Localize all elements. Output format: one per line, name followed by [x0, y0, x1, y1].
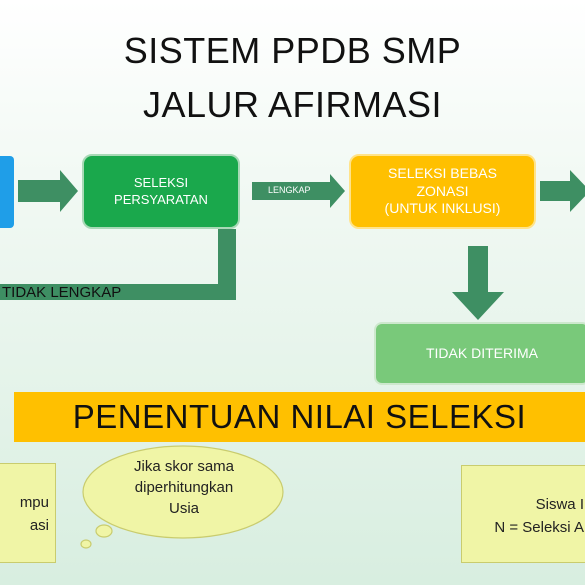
seleksi-bebas-zonasi-line3: (UNTUK INKLUSI): [384, 200, 501, 217]
seleksi-bebas-zonasi-line2: ZONASI: [416, 182, 469, 199]
cloud-callout: [80, 445, 284, 549]
left-note-line2: asi: [29, 516, 49, 534]
diagram-title-line1: SISTEM PPDB SMP: [123, 30, 462, 71]
arrow-right-3: [540, 170, 585, 212]
connector-tidak-lengkap: [0, 229, 236, 300]
right-note-line2: N = Seleksi A: [494, 518, 584, 536]
penentuan-nilai-seleksi-banner: PENENTUAN NILAI SELEKSI: [14, 392, 585, 442]
left-note-line1: mpu: [19, 494, 49, 511]
seleksi-persyaratan-line2: PERSYARATAN: [114, 191, 208, 207]
seleksi-bebas-zonasi-box: SELEKSI BEBAS ZONASI (UNTUK INKLUSI): [349, 154, 536, 229]
lengkap-label: LENGKAP: [268, 185, 311, 195]
arrow-right-1: [18, 170, 78, 212]
seleksi-persyaratan-box: SELEKSI PERSYARATAN: [82, 154, 240, 229]
tidak-diterima-box: TIDAK DITERIMA: [374, 322, 585, 385]
left-note-box: mpu asi: [0, 463, 56, 563]
start-box: [0, 156, 14, 228]
arrow-right-2: [252, 174, 345, 208]
diagram-title-line2: JALUR AFIRMASI: [142, 84, 443, 125]
right-note-line1: Siswa I: [535, 496, 584, 513]
right-note-box: Siswa I N = Seleksi A: [461, 465, 585, 563]
arrow-down: [452, 246, 504, 320]
cloud-line3: Usia: [168, 500, 199, 517]
cloud-line2: diperhitungkan: [134, 479, 234, 496]
cloud-text: Jika skor sama diperhitungkan Usia: [96, 456, 272, 519]
tidak-lengkap-label: TIDAK LENGKAP: [2, 284, 122, 301]
banner-text: PENENTUAN NILAI SELEKSI: [72, 398, 527, 435]
cloud-line1: Jika skor sama: [133, 458, 235, 475]
seleksi-persyaratan-line1: SELEKSI: [133, 175, 189, 191]
tidak-diterima-label: TIDAK DITERIMA: [425, 344, 538, 361]
seleksi-bebas-zonasi-line1: SELEKSI BEBAS: [388, 165, 497, 182]
